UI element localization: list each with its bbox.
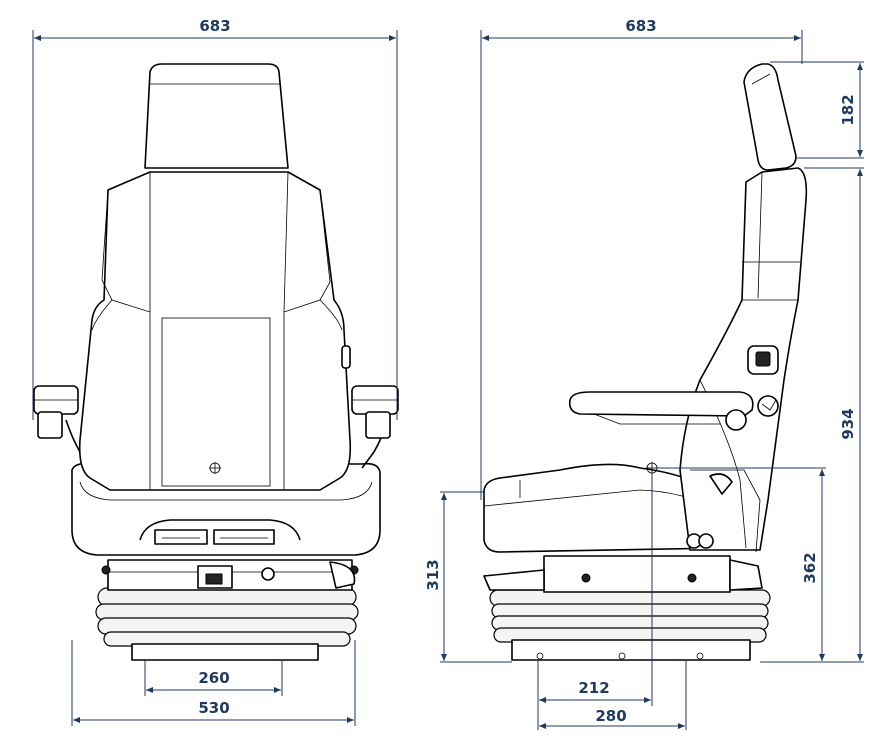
side-backrest — [679, 167, 808, 553]
mount-offset-label: 212 — [578, 679, 609, 697]
mount-length-label: 280 — [595, 707, 626, 725]
overall-height-label: 934 — [839, 408, 857, 439]
front-suspension-bellows — [95, 587, 359, 661]
side-depth-label: 683 — [625, 17, 656, 35]
dimension-layer: 683 530 260 683 182 934 313 362 212 280 — [32, 17, 864, 730]
headrest-adjust-label: 182 — [839, 94, 857, 125]
mount-width-label: 260 — [198, 669, 229, 687]
front-view — [33, 63, 399, 661]
side-mechanism — [483, 555, 763, 593]
side-armrest — [568, 391, 779, 431]
front-backrest — [78, 171, 352, 491]
rear-seat-height-label: 362 — [801, 552, 819, 583]
base-width-label: 530 — [198, 699, 229, 717]
side-seat-cushion — [483, 463, 725, 553]
side-suspension-bellows — [489, 589, 771, 661]
side-view — [483, 63, 808, 661]
front-seat-height-label: 313 — [424, 559, 442, 590]
front-headrest — [144, 63, 289, 169]
front-mechanism — [101, 559, 359, 591]
front-width-label: 683 — [199, 17, 230, 35]
side-headrest — [743, 63, 797, 171]
front-armrest-right — [351, 385, 399, 469]
